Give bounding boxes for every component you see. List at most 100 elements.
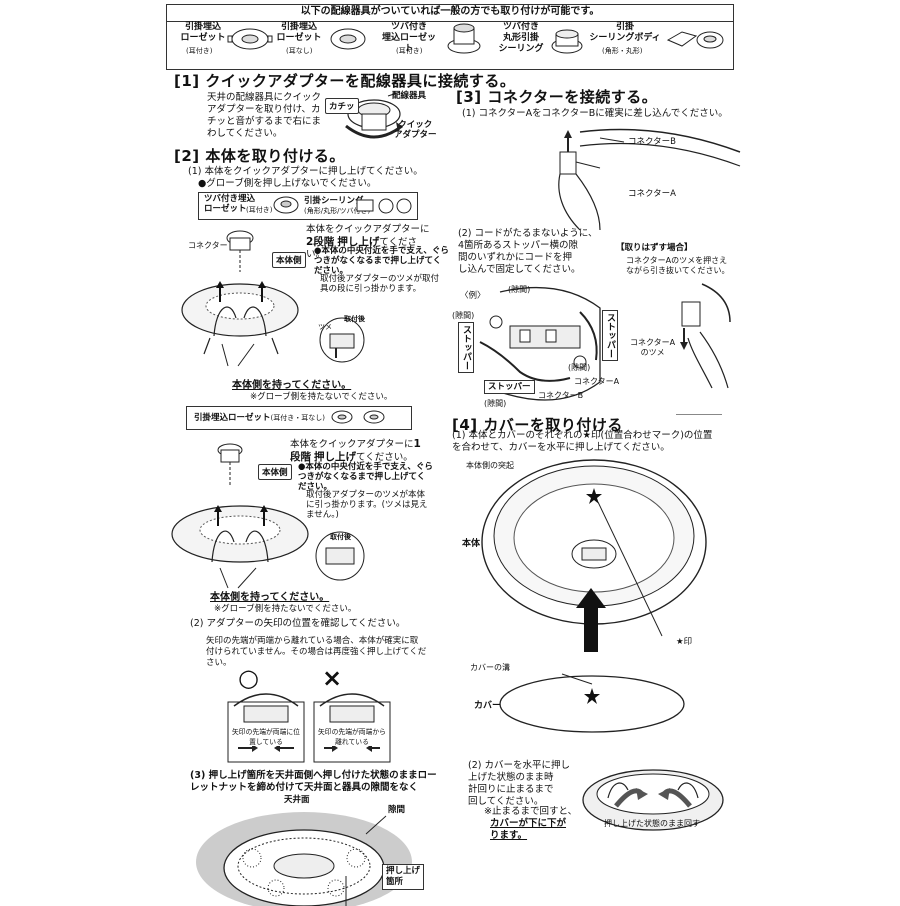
ceiling-rosette-icon (330, 28, 366, 50)
ok-caption: 矢印の先端が両端に位 置している (230, 726, 302, 746)
ceiling-body-icon (666, 31, 724, 49)
box-b-label-text: 引掛埋込ローゼット (194, 413, 271, 423)
section1-heading: [1] クイックアダプターを配線器具に接続する。 (174, 72, 516, 90)
hold-note-a: ※グローブ側を持たないでください。 (250, 392, 393, 402)
body-protrusion-label: 本体側の突起 (466, 461, 514, 470)
push-point-label: 押し上げ 箇所 (382, 864, 425, 890)
section3-step1: (1) コネクターAをコネクターBに確実に差し込んでください。 (462, 108, 728, 119)
fixture-type-box-a (198, 192, 418, 220)
fixture-label: 引掛埋込 ローゼット (276, 22, 322, 43)
stopper-label-vertical-right: ストッパー (602, 310, 618, 361)
rosette-small-icon (273, 196, 299, 214)
cover-groove-label: カバーの溝 (470, 663, 510, 672)
ceiling-rosette-icon (227, 28, 273, 50)
fixture-label: 引掛 シーリングボディ (589, 22, 661, 43)
section4-step2-warning: カバーが下に下が ります。 (490, 818, 567, 841)
gap-label: 隙間 (388, 805, 406, 815)
tsume-label: ツメ (318, 323, 332, 331)
ok-mark: ○ (238, 664, 259, 692)
remove-text: コネクターAのツメを押さえ ながら引き抜いてください。 (626, 256, 730, 275)
fixture-note: (耳付き) (396, 47, 423, 55)
fixture-label: ツバ付き 丸形引掛 シーリング (498, 22, 544, 54)
fixture-note: (角形・丸形) (602, 47, 643, 55)
box-a-left-label: ツバ付き埋込 ローゼット (204, 194, 256, 214)
wiring-fixture-label: 配線器具 (392, 91, 427, 101)
kachi-label: カチッ (325, 98, 359, 114)
hold-instruction-b: 本体側を持ってください。 (210, 592, 330, 603)
section2-step1-note: ●グローブ側を押し上げないでください。 (198, 178, 377, 189)
box-b-note: (耳付き・耳なし) (270, 414, 325, 422)
text-a1-part2: てください。 (306, 237, 418, 260)
fixture-item-4: ツバ付き 丸形引掛 シーリング (494, 22, 584, 62)
text-b1: 本体をクイックアダプターに1段階 押し上げてください。 (290, 438, 430, 464)
section2-step2-text: 矢印の先端が両端から離れている場合、本体が確実に取 付けられていません。その場合… (206, 636, 427, 668)
box-a-right-note: (角形/丸形/ツバ付き) (304, 207, 371, 215)
connector-b-label-1: コネクターB (628, 137, 676, 147)
mount-body-diagram-a (181, 230, 365, 367)
rosette-pair-icon (331, 410, 385, 424)
section4-heading: [4] カバーを取り付ける (452, 416, 623, 434)
body-label: 本体 (462, 539, 481, 549)
connector-a-tab-label: コネクターA のツメ (630, 338, 676, 357)
fixture-label: 引掛埋込 ローゼット (180, 22, 226, 43)
round-ceiling-icon (551, 29, 583, 54)
section2-step1: (1) 本体をクイックアダプターに押し上げてください。 (188, 166, 423, 177)
ceiling-label: 天井面 (284, 795, 310, 805)
gap-label-4: (隙間) (484, 399, 507, 408)
hold-instruction-a: 本体側を持ってください。 (232, 380, 352, 391)
box-a-left-note: (耳付き) (246, 206, 273, 214)
fixture-note: (耳なし) (286, 47, 313, 55)
text-a3: 取付後アダプターのツメが取付 具の段に引っ掛かります。 (320, 274, 440, 294)
gap-label-1: (隙間) (508, 285, 531, 294)
hontai-label-b: 本体側 (258, 464, 292, 480)
compatible-title: 以下の配線器具がついていれば一般の方でも取り付けが可能です。 (300, 6, 600, 17)
toritsukego-label-a: 取付後 (344, 315, 365, 323)
section1-text: 天井の配線器具にクイック アダプターを取り付け、カ チッと音がするまで右にま わ… (207, 92, 322, 139)
connector-b-label-2: コネクターB (538, 391, 584, 400)
ceiling-types-icon (356, 198, 412, 214)
ng-caption: 矢印の先端が両端から 離れている (316, 726, 388, 746)
section4-step2-note: ※止まるまで回すと、 (484, 806, 578, 817)
cover-label: カバー (474, 701, 502, 711)
fixture-item-1: 引掛埋込 ローゼット (耳付き) (180, 22, 280, 62)
cover-alignment-diagram (481, 459, 707, 733)
text-a1-part: 本体をクイックアダプターに (306, 224, 430, 235)
text-b2: ●本体の中央付近を手で支え、ぐら つきがなくなるまで押し上げてく ださい。 (298, 462, 433, 492)
ng-mark: × (322, 664, 343, 692)
toritsukego-label-b: 取付後 (330, 533, 351, 541)
fixture-item-3: ツバ付き 埋込ローゼット (耳付き) (378, 22, 488, 62)
text-a1-bold: 2段階 (306, 236, 335, 248)
box-b-label: 引掛埋込ローゼット(耳付き・耳なし) (194, 412, 325, 424)
section3-heading: [3] コネクターを接続する。 (456, 88, 658, 106)
text-b3: 取付後アダプターのツメが本体 に引っ掛かります。(ツメは見え ません。) (306, 490, 428, 520)
text-a2: ●本体の中央付近を手で支え、ぐら つきがなくなるまで押し上げてく ださい。 (314, 246, 449, 276)
text-a1: 本体をクイックアダプターに2段階 押し上げてください。 (306, 224, 436, 261)
text-b1-bold2: 押し上げ (314, 451, 357, 463)
hold-note-b: ※グローブ側を持たないでください。 (214, 604, 357, 614)
connector-plug-diagram (558, 128, 741, 231)
stopper-label-horizontal: ストッパー (484, 380, 535, 394)
fixture-label: ツバ付き 埋込ローゼット (381, 22, 436, 54)
text-a1-bold2: 押し上げ (337, 236, 380, 248)
star-mark-label: ★印 (676, 637, 693, 647)
flanged-rosette-icon (447, 23, 481, 54)
mount-body-diagram-b (171, 443, 365, 589)
fixture-item-5: 引掛 シーリングボディ (角形・丸形) (588, 22, 730, 62)
box-a-right-label: 引掛シーリング (304, 196, 364, 206)
stopper-diagram (479, 286, 601, 401)
connector-label-a: コネクター (188, 241, 228, 250)
quick-adapter-diagram (341, 91, 403, 139)
section2-step2: (2) アダプターの矢印の位置を確認してください。 (190, 618, 406, 629)
remove-connector-diagram (680, 283, 731, 389)
rotate-caption: 押し上げた状態のまま回す (604, 819, 700, 828)
hontai-label-a: 本体側 (272, 252, 306, 268)
section2-step3: (3) 押し上げ箇所を天井面側へ押し付けた状態のままロー レットナットを締め付け… (190, 770, 437, 793)
connector-a-label-1: コネクターA (628, 189, 676, 199)
section4-step2: (2) カバーを水平に押し 上げた状態のまま時 計回りに止まるまで 回してくださ… (468, 760, 570, 807)
gap-label-2: (隙間) (452, 311, 475, 320)
rotate-cover-diagram (582, 769, 724, 831)
section4-step1: (1) 本体とカバーのそれぞれの★印(位置合わせマーク)の位置 を合わせて、カバ… (452, 430, 713, 453)
gap-label-3: (隙間) (568, 363, 591, 372)
section3-step2: (2) コードがたるまないように、 4箇所あるストッパー横の隙 間のいずれかにコ… (458, 228, 598, 275)
remove-title: 【取りはずす場合】 (616, 243, 693, 253)
